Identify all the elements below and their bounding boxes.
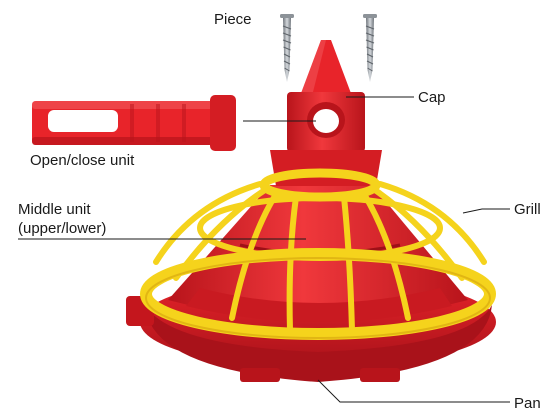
label-pan: Pan [514, 395, 541, 413]
label-cap: Cap [418, 89, 446, 107]
screw-right [363, 14, 377, 82]
label-middle-unit: Middle unit [18, 201, 91, 219]
label-grill: Grill [514, 201, 541, 219]
label-piece: Piece [214, 11, 252, 29]
label-open-close-unit: Open/close unit [30, 152, 134, 170]
label-middle-unit-detail: (upper/lower) [18, 220, 106, 238]
open-close-unit [32, 95, 236, 151]
screw-left [280, 14, 294, 82]
